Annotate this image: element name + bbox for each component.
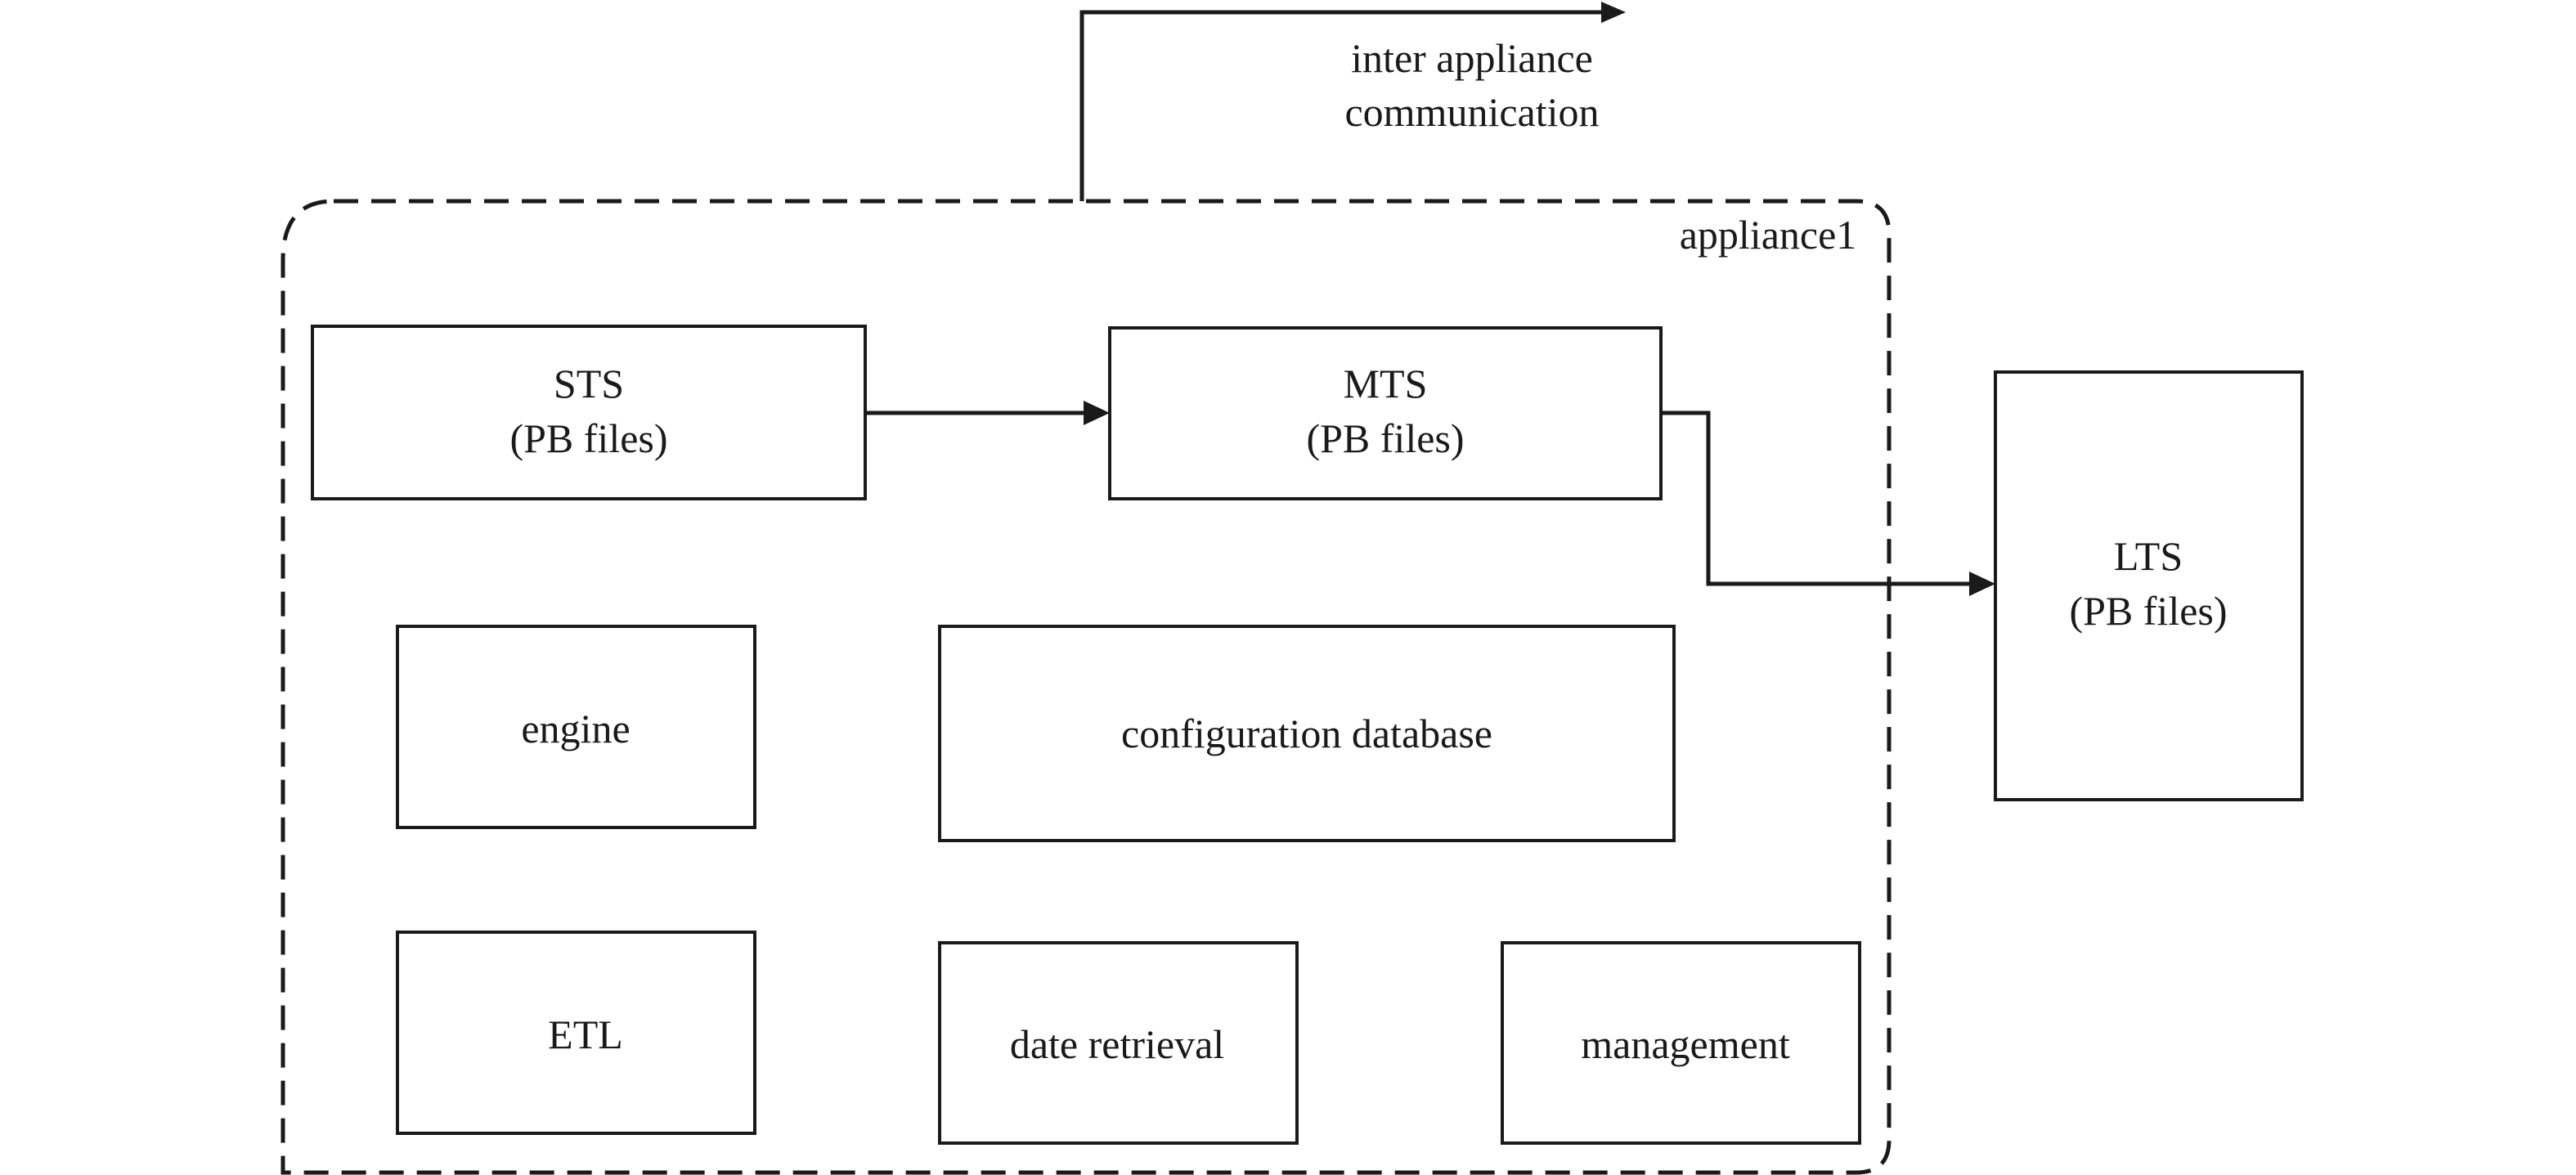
arrowhead-mts-to-lts: [1969, 572, 1995, 596]
node-sts-label-line1: STS: [554, 361, 624, 406]
node-config-db-label: configuration database: [1121, 711, 1492, 756]
node-lts-label-line2: (PB files): [2069, 588, 2227, 634]
node-config-db-box: [938, 625, 1676, 842]
node-mts-label-line2: (PB files): [1306, 415, 1464, 461]
node-etl: ETL: [396, 931, 756, 1135]
appliance1-label: appliance1: [1680, 212, 1857, 258]
arrowhead-sts-to-mts: [1084, 401, 1110, 425]
appliance1-boundary: [280, 199, 1892, 1175]
inter-appliance-label-line2: communication: [1344, 89, 1599, 135]
arrowhead-inter-appliance: [1601, 2, 1626, 23]
inter-appliance-label-line1: inter appliance: [1351, 35, 1593, 81]
node-config-db: configuration database: [938, 625, 1676, 842]
node-mts-box: [1108, 326, 1663, 500]
node-etl-label: ETL: [548, 1011, 623, 1057]
node-engine-label: engine: [521, 706, 630, 751]
node-lts-box: [1994, 370, 2304, 801]
node-date-retrieval-label: date retrieval: [1010, 1021, 1224, 1067]
edge-appliance-to-inter-appliance: [1079, 10, 1603, 201]
edge-mts-to-lts: [1661, 410, 1969, 586]
node-date-retrieval: date retrieval: [938, 941, 1299, 1145]
node-sts: STS (PB files): [311, 325, 867, 500]
node-mts-label-line1: MTS: [1344, 361, 1428, 406]
node-engine-box: [396, 625, 756, 829]
node-lts: LTS (PB files): [1994, 370, 2304, 801]
node-lts-label-line1: LTS: [2114, 533, 2183, 579]
node-date-retrieval-box: [938, 941, 1299, 1145]
node-engine: engine: [396, 625, 756, 829]
node-management-label: management: [1581, 1021, 1790, 1067]
node-mts: MTS (PB files): [1108, 326, 1663, 500]
node-etl-box: [396, 931, 756, 1135]
node-sts-label-line2: (PB files): [509, 415, 667, 461]
node-management-box: [1501, 941, 1861, 1145]
node-management: management: [1501, 941, 1861, 1145]
node-sts-box: [311, 325, 867, 500]
